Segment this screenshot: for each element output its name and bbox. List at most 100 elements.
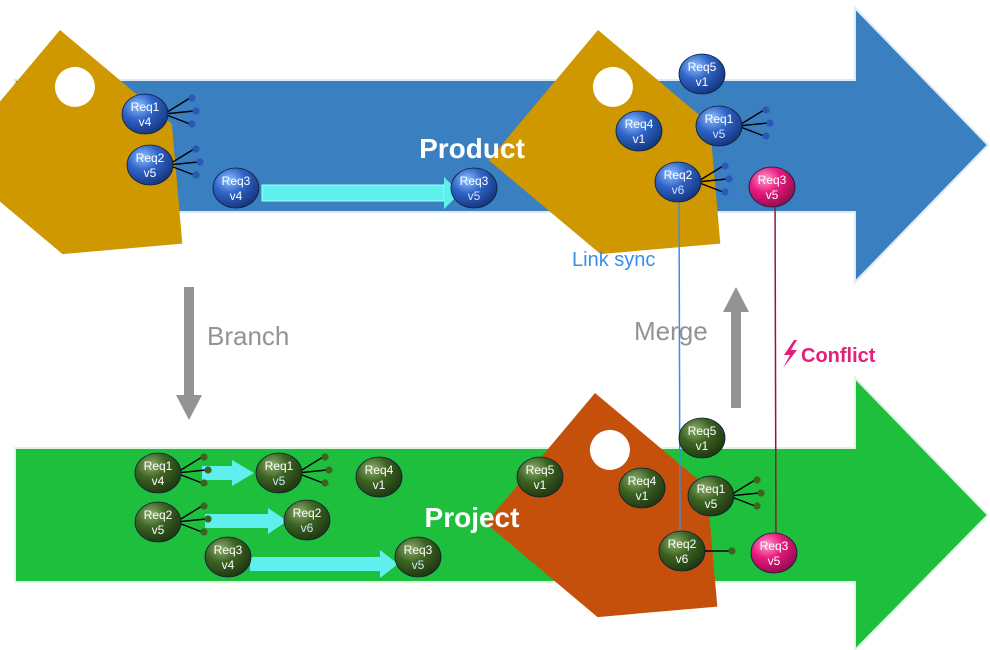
requirement-name: Req4 <box>365 463 394 477</box>
requirement-node-shape <box>516 456 564 498</box>
requirement-node-shape <box>748 166 796 208</box>
requirement-node-shape <box>255 452 303 494</box>
requirement-version: v4 <box>152 474 165 488</box>
requirement-name: Req3 <box>214 543 243 557</box>
requirement-node-shape <box>134 501 182 543</box>
requirement-version: v1 <box>696 75 709 89</box>
dependency-dot <box>204 515 212 523</box>
conflict-line <box>774 184 777 554</box>
dependency-dot <box>753 502 761 510</box>
dependency-link <box>163 110 195 115</box>
dependency-link <box>696 165 724 183</box>
requirement-node-shape <box>134 452 182 494</box>
branch-arrow <box>176 287 202 420</box>
product-tag-right <box>488 30 721 255</box>
requirement-version: v6 <box>676 552 689 566</box>
dependency-link <box>696 178 728 183</box>
conflict-label: Conflict <box>801 345 876 367</box>
requirement-node-shape <box>121 93 169 135</box>
requirement-version: v1 <box>633 132 646 146</box>
dependency-dot <box>321 453 329 461</box>
requirement-version: v4 <box>222 558 235 572</box>
requirement-node-shape <box>450 167 498 209</box>
requirement-name: Req3 <box>222 174 251 188</box>
requirement-version: v5 <box>766 188 779 202</box>
dependency-dot <box>757 489 765 497</box>
dependency-dot <box>721 162 729 170</box>
requirement-node-shape <box>355 456 403 498</box>
requirement-name: Req5 <box>526 463 555 477</box>
requirement-version: v4 <box>139 115 152 129</box>
requirement-name: Req4 <box>628 474 657 488</box>
requirement-node-shape <box>126 144 174 186</box>
requirement-version: v1 <box>636 489 649 503</box>
product-tag-left <box>0 30 183 255</box>
requirement-name: Req1 <box>705 112 734 126</box>
requirement-name: Req5 <box>688 424 717 438</box>
requirement-name: Req3 <box>758 173 787 187</box>
dependency-dot <box>728 547 736 555</box>
dependency-dot <box>762 132 770 140</box>
requirement-nodes: Req1v4Req2v5Req3v4Req3v5Req5v1Req4v1Req1… <box>121 53 798 578</box>
requirement-version: v5 <box>713 127 726 141</box>
dependency-dot <box>321 479 329 487</box>
requirement-node-shape <box>678 53 726 95</box>
dependency-link <box>737 122 769 127</box>
requirement-name: Req2 <box>664 168 693 182</box>
merge-arrow <box>723 287 749 408</box>
dependency-dot <box>196 158 204 166</box>
requirement-node-shape <box>658 530 706 572</box>
requirement-version: v6 <box>301 521 314 535</box>
product-label: Product <box>419 133 525 164</box>
dependency-dot <box>192 107 200 115</box>
dependency-dot <box>325 466 333 474</box>
requirement-version: v5 <box>273 474 286 488</box>
requirement-name: Req3 <box>760 539 789 553</box>
requirement-version: v5 <box>152 523 165 537</box>
requirement-name: Req5 <box>688 60 717 74</box>
requirement-version: v6 <box>672 183 685 197</box>
requirement-name: Req3 <box>460 174 489 188</box>
link-sync-label: Link sync <box>572 249 655 271</box>
merge-label: Merge <box>634 316 708 346</box>
dependency-dot <box>192 171 200 179</box>
requirement-name: Req1 <box>131 100 160 114</box>
requirement-version: v5 <box>705 497 718 511</box>
dependency-link <box>163 113 191 125</box>
dependency-dot <box>766 119 774 127</box>
requirement-name: Req2 <box>144 508 173 522</box>
dependency-dot <box>192 145 200 153</box>
requirement-version: v1 <box>373 478 386 492</box>
requirement-node-shape <box>687 475 735 517</box>
requirement-name: Req1 <box>697 482 726 496</box>
dependency-dot <box>188 94 196 102</box>
dependency-dot <box>200 502 208 510</box>
dependency-dot <box>188 120 196 128</box>
link-sync-line <box>678 182 681 549</box>
requirement-node-shape <box>283 499 331 541</box>
flow-arrow-project-req3 <box>250 550 398 578</box>
requirement-name: Req1 <box>144 459 173 473</box>
requirement-version: v5 <box>768 554 781 568</box>
dependency-dot <box>762 106 770 114</box>
requirement-node-shape <box>212 167 260 209</box>
dependency-link <box>737 109 765 127</box>
requirement-name: Req1 <box>265 459 294 473</box>
